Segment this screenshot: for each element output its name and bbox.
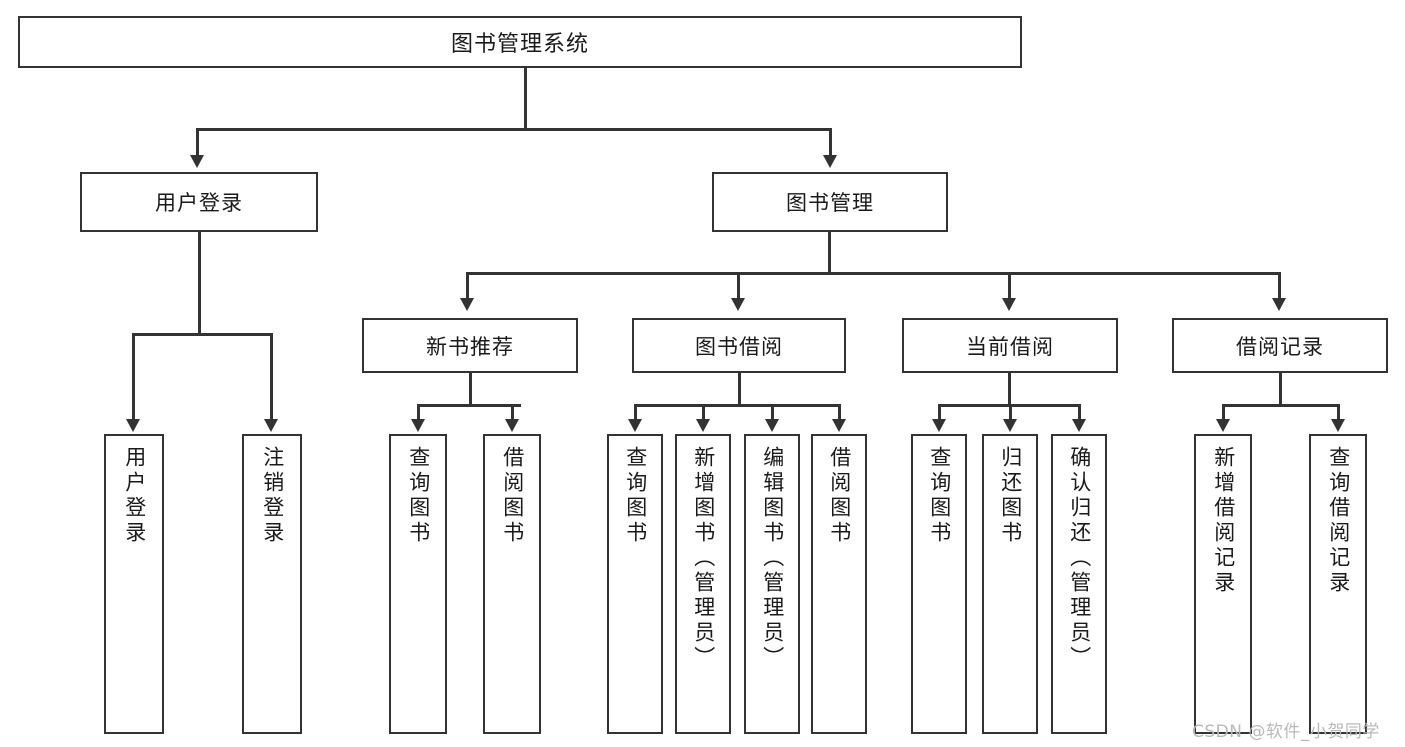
node-root-system[interactable]: 图书管理系统 bbox=[18, 16, 1022, 68]
leaf-record-add-record[interactable]: 新增借阅记录 bbox=[1194, 434, 1252, 734]
leaf-label: 编辑图书（管理员） bbox=[760, 446, 785, 671]
leaf-borrow-borrow-book[interactable]: 借阅图书 bbox=[811, 434, 867, 734]
node-label: 借阅记录 bbox=[1236, 334, 1324, 359]
connector-borrow-leaf3 bbox=[771, 404, 774, 422]
arrowhead-borrow-leaf3 bbox=[765, 419, 779, 432]
node-label: 当前借阅 bbox=[966, 334, 1054, 359]
arrowhead-record-leaf1 bbox=[1216, 419, 1230, 432]
connector-current-stem bbox=[1008, 373, 1011, 406]
connector-bookmgmt-bus bbox=[466, 272, 1280, 275]
connector-bookmgmt-to-newbook bbox=[466, 272, 469, 300]
connector-userlogin-leaf1 bbox=[132, 333, 135, 421]
leaf-label: 借阅图书 bbox=[500, 446, 525, 546]
arrowhead-root-to-bookmgmt bbox=[823, 155, 837, 168]
node-current-borrow[interactable]: 当前借阅 bbox=[902, 318, 1118, 373]
arrowhead-bookmgmt-to-borrow bbox=[731, 298, 745, 311]
connector-root-to-bookmgmt bbox=[829, 128, 832, 156]
connector-bookmgmt-stem bbox=[828, 232, 831, 274]
arrowhead-current-leaf3 bbox=[1072, 419, 1086, 432]
node-label: 图书管理系统 bbox=[450, 32, 589, 57]
node-user-login[interactable]: 用户登录 bbox=[80, 172, 318, 232]
connector-userlogin-leaf2 bbox=[270, 333, 273, 421]
arrowhead-bookmgmt-to-newbook bbox=[460, 298, 474, 311]
connector-borrow-bus bbox=[634, 404, 839, 407]
arrowhead-userlogin-leaf1 bbox=[126, 419, 140, 432]
connector-borrow-leaf4 bbox=[838, 404, 841, 422]
connector-bookmgmt-to-current bbox=[1008, 272, 1011, 300]
connector-newbook-leaf2 bbox=[511, 404, 514, 422]
node-new-book-recommend[interactable]: 新书推荐 bbox=[362, 318, 578, 373]
leaf-borrow-query-book[interactable]: 查询图书 bbox=[607, 434, 663, 734]
leaf-user-login[interactable]: 用户登录 bbox=[104, 434, 164, 734]
connector-borrow-leaf2 bbox=[702, 404, 705, 422]
connector-record-leaf1 bbox=[1222, 404, 1225, 422]
leaf-label: 用户登录 bbox=[122, 446, 147, 546]
connector-userlogin-stem bbox=[198, 232, 201, 335]
arrowhead-newbook-leaf2 bbox=[505, 419, 519, 432]
arrowhead-root-to-userlogin bbox=[190, 155, 204, 168]
leaf-newbook-query-book[interactable]: 查询图书 bbox=[389, 434, 447, 734]
node-label: 新书推荐 bbox=[426, 334, 514, 359]
arrowhead-bookmgmt-to-record bbox=[1272, 298, 1286, 311]
connector-record-leaf2 bbox=[1337, 404, 1340, 422]
leaf-label: 新增借阅记录 bbox=[1211, 446, 1236, 596]
leaf-label: 归还图书 bbox=[998, 446, 1023, 546]
arrowhead-current-leaf1 bbox=[932, 419, 946, 432]
node-book-borrow[interactable]: 图书借阅 bbox=[632, 318, 846, 373]
arrowhead-bookmgmt-to-current bbox=[1002, 298, 1016, 311]
arrowhead-record-leaf2 bbox=[1331, 419, 1345, 432]
leaf-label: 借阅图书 bbox=[827, 446, 852, 546]
leaf-user-logout[interactable]: 注销登录 bbox=[242, 434, 302, 734]
leaf-current-query-book[interactable]: 查询图书 bbox=[911, 434, 967, 734]
connector-borrow-stem bbox=[738, 373, 741, 406]
leaf-label: 查询图书 bbox=[406, 446, 431, 546]
arrowhead-borrow-leaf4 bbox=[832, 419, 846, 432]
node-label: 图书管理 bbox=[786, 191, 874, 215]
leaf-record-query-record[interactable]: 查询借阅记录 bbox=[1309, 434, 1367, 734]
leaf-label: 查询图书 bbox=[927, 446, 952, 546]
leaf-borrow-add-book-admin[interactable]: 新增图书（管理员） bbox=[675, 434, 731, 734]
leaf-label: 新增图书（管理员） bbox=[691, 446, 716, 671]
leaf-current-confirm-return-admin[interactable]: 确认归还（管理员） bbox=[1051, 434, 1107, 734]
connector-userlogin-bus bbox=[132, 333, 272, 336]
connector-record-stem bbox=[1279, 373, 1282, 406]
node-label: 用户登录 bbox=[155, 191, 243, 215]
leaf-borrow-edit-book-admin[interactable]: 编辑图书（管理员） bbox=[744, 434, 800, 734]
connector-record-bus bbox=[1222, 404, 1339, 407]
connector-newbook-stem bbox=[469, 373, 472, 406]
connector-current-leaf3 bbox=[1078, 404, 1081, 422]
leaf-label: 注销登录 bbox=[260, 446, 285, 546]
arrowhead-userlogin-leaf2 bbox=[264, 419, 278, 432]
arrowhead-borrow-leaf1 bbox=[628, 419, 642, 432]
connector-root-stem bbox=[524, 68, 527, 130]
connector-newbook-leaf1 bbox=[417, 404, 420, 422]
leaf-label: 查询图书 bbox=[623, 446, 648, 546]
node-label: 图书借阅 bbox=[695, 334, 783, 359]
connector-current-leaf2 bbox=[1009, 404, 1012, 422]
connector-bookmgmt-to-borrow bbox=[737, 272, 740, 300]
connector-borrow-leaf1 bbox=[634, 404, 637, 422]
connector-current-leaf1 bbox=[938, 404, 941, 422]
arrowhead-current-leaf2 bbox=[1003, 419, 1017, 432]
arrowhead-borrow-leaf2 bbox=[696, 419, 710, 432]
leaf-label: 查询借阅记录 bbox=[1326, 446, 1351, 596]
connector-newbook-bus bbox=[417, 404, 521, 407]
connector-root-to-userlogin bbox=[196, 128, 199, 156]
node-borrow-record[interactable]: 借阅记录 bbox=[1172, 318, 1388, 373]
leaf-current-return-book[interactable]: 归还图书 bbox=[982, 434, 1038, 734]
connector-bookmgmt-to-record bbox=[1278, 272, 1281, 300]
leaf-label: 确认归还（管理员） bbox=[1067, 446, 1092, 671]
arrowhead-newbook-leaf1 bbox=[411, 419, 425, 432]
node-book-management[interactable]: 图书管理 bbox=[712, 172, 948, 232]
leaf-newbook-borrow-book[interactable]: 借阅图书 bbox=[483, 434, 541, 734]
connector-root-bus bbox=[196, 128, 831, 131]
